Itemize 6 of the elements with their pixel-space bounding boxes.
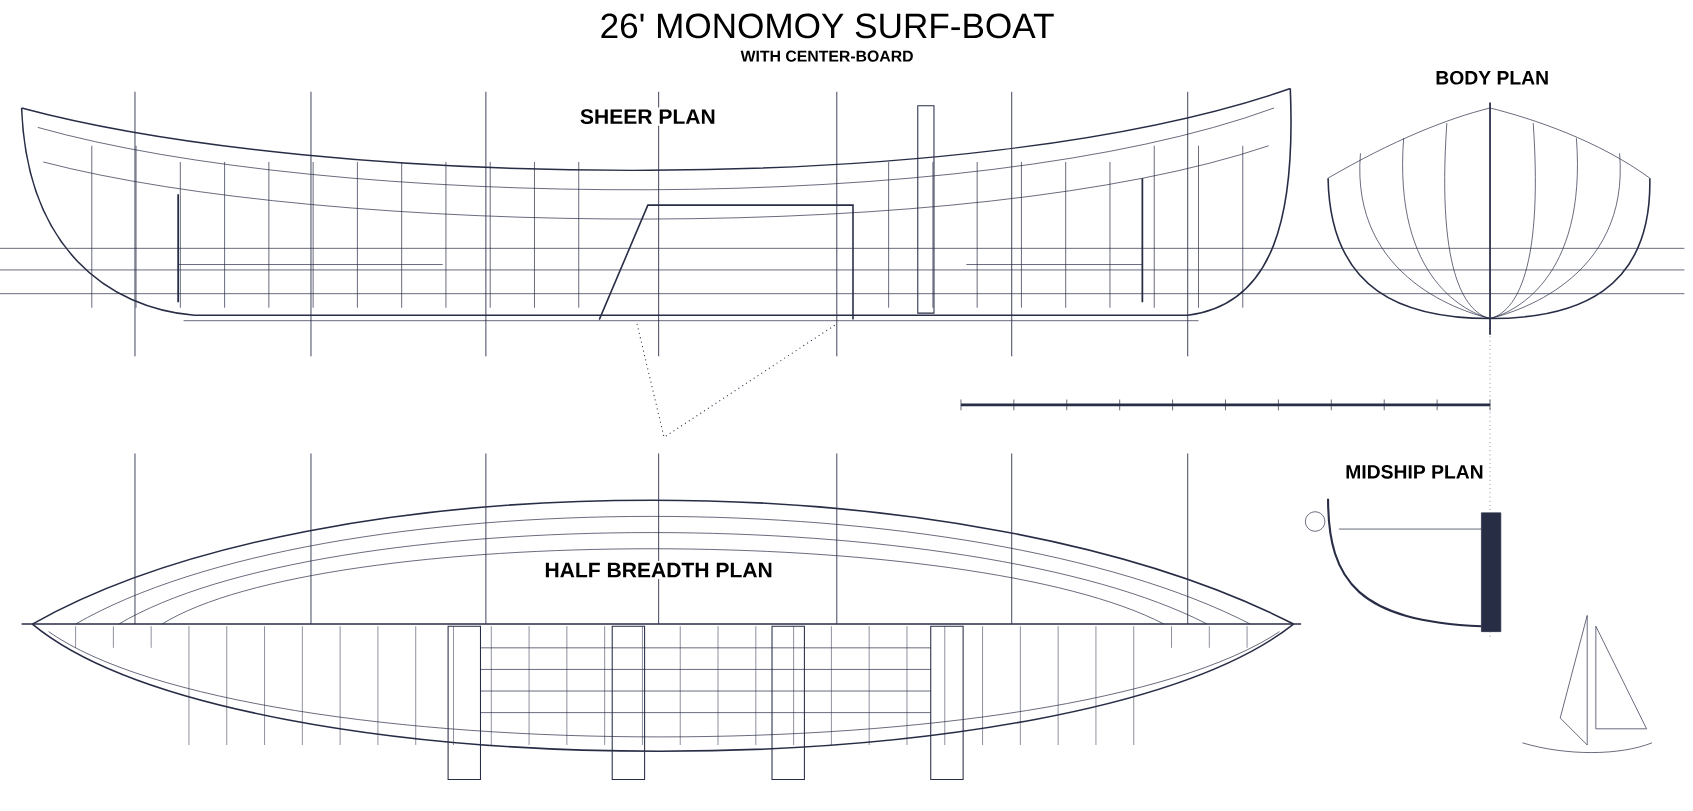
drawing-title: 26' MONOMOY SURF-BOAT <box>601 13 1054 39</box>
view-label: MIDSHIP PLAN <box>1346 465 1483 479</box>
view-label: HALF BREADTH PLAN <box>545 562 772 578</box>
view-label: WITH CENTER-BOARD <box>740 50 913 62</box>
view-label: SHEER PLAN <box>580 109 715 125</box>
view-label: BODY PLAN <box>1436 71 1548 85</box>
